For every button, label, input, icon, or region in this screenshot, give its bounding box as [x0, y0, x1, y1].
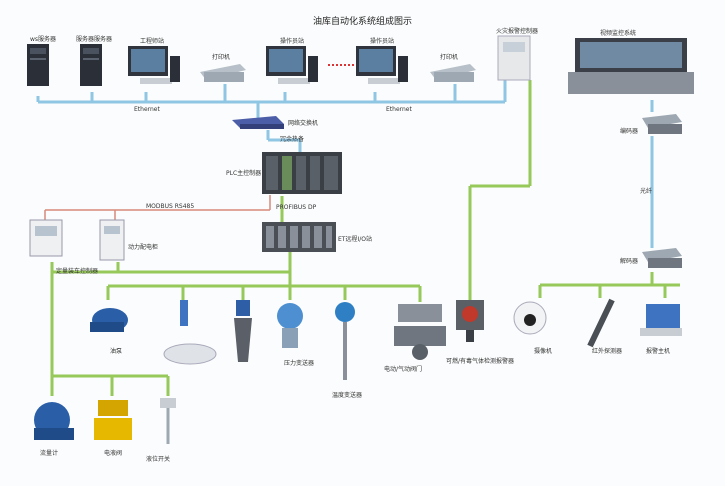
flow-valve-icon — [94, 400, 132, 440]
alarm-host-icon — [640, 304, 682, 336]
ethernet-lines — [36, 80, 654, 248]
gas-detector-icon — [456, 300, 484, 342]
server-1-label: ws服务器 — [30, 36, 57, 43]
pressure-tx-label: 压力变送器 — [284, 360, 315, 367]
valve-icon — [394, 304, 446, 360]
controller-label: PLC主控制器 — [226, 170, 262, 177]
operator-1-label: 操作员站 — [280, 38, 305, 45]
pump-label: 油泵 — [110, 348, 123, 355]
flowmeter-label: 定量装车控制器 — [56, 268, 99, 275]
encoder-top-icon — [642, 114, 682, 134]
ir-detector-label: 红外探测器 — [592, 348, 623, 355]
workstation-1-icon — [128, 46, 180, 84]
field-lines — [50, 80, 680, 396]
host-label: 报警主机 — [646, 348, 671, 355]
encoder-top-label: 编码器 — [620, 128, 639, 135]
flow-meter-icon — [34, 402, 74, 440]
camera-label: 摄像机 — [534, 348, 553, 355]
flow-meter-label: 流量计 — [40, 450, 59, 457]
level-switch-label: 液位开关 — [146, 456, 171, 463]
ethernet-right-label: Ethernet — [386, 106, 412, 113]
temp-tx-label: 温度变送器 — [332, 392, 363, 399]
fiber-label: 光纤 — [640, 188, 653, 195]
video-wall-label: 视频监控系统 — [600, 30, 637, 37]
camera-icon — [513, 301, 547, 335]
ir-detector-icon — [587, 298, 615, 348]
printer-1-label: 打印机 — [212, 54, 231, 61]
power-unit-label: 动力配电柜 — [128, 244, 159, 251]
modbus-label: MODBUS RS485 — [146, 203, 195, 210]
level-switch-icon — [160, 398, 176, 444]
plc-controller-icon — [262, 152, 342, 194]
flow-valve-label: 电液阀 — [104, 450, 123, 457]
valve-label: 电动/气动阀门 — [384, 366, 423, 373]
video-wall-icon — [568, 38, 694, 94]
printer-2-icon — [430, 64, 476, 82]
temp-transmitter-icon — [335, 302, 355, 380]
flow-controller-icon — [29, 219, 63, 257]
operator-2-icon — [356, 46, 408, 84]
radar-gauge-icon — [234, 300, 252, 362]
pressure-transmitter-icon — [277, 303, 303, 348]
printer-1-icon — [200, 64, 246, 82]
gas-detector-label: 可燃/有毒气体检测报警器 — [446, 358, 515, 365]
server-2-icon — [80, 44, 102, 86]
fieldbus-label: PROFIBUS DP — [276, 204, 317, 211]
tank-gauge-icon — [163, 300, 217, 365]
switch-label: 网络交换机 — [288, 120, 319, 127]
power-unit-icon — [99, 219, 125, 261]
server-1-icon — [27, 44, 49, 86]
operator-2-label: 操作员站 — [370, 38, 395, 45]
redundancy-label: 冗余热备 — [280, 136, 305, 143]
serial-lines — [44, 195, 271, 220]
fire-panel-label: 火灾报警控制器 — [496, 28, 539, 35]
io-station-label: ET远程I/O站 — [338, 236, 372, 243]
printer-2-label: 打印机 — [440, 54, 459, 61]
workstation-1-label: 工程师站 — [140, 38, 165, 45]
switch-icon — [232, 116, 284, 129]
fire-panel-icon — [497, 35, 531, 81]
encoder-bottom-icon — [642, 248, 682, 268]
operator-1-icon — [266, 46, 318, 84]
encoder-bottom-label: 解码器 — [620, 258, 639, 265]
server-2-label: 服务器服务器 — [76, 36, 113, 43]
ethernet-left-label: Ethernet — [134, 106, 160, 113]
pump-icon — [90, 308, 128, 332]
io-station-icon — [262, 222, 336, 252]
diagram-title: 油库自动化系统组成图示 — [312, 17, 412, 27]
